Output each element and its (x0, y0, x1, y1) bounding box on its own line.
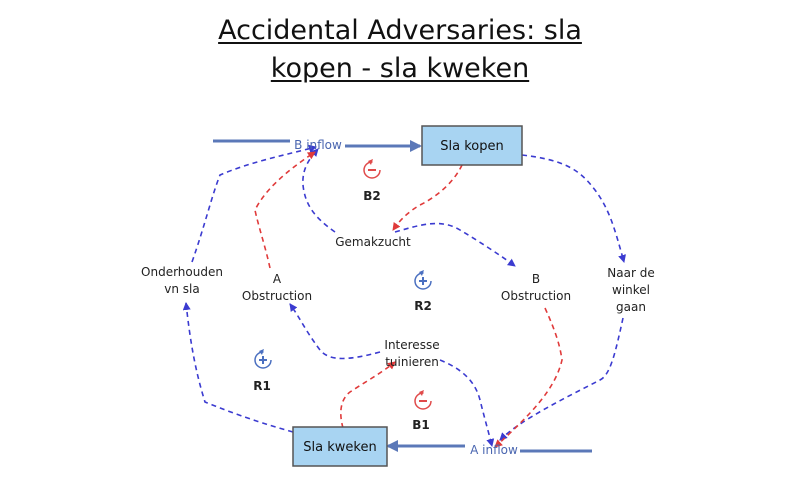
naar-line-3: gaan (616, 300, 646, 314)
link-slakopen-to-gemakzucht (392, 164, 463, 231)
onderhouden-line-2: vn sla (164, 282, 199, 296)
variable-interesse-tuinieren: Interesse tuinieren (384, 338, 439, 369)
loop-b2-icon (363, 159, 381, 179)
link-slakweken-to-onderhouden (182, 302, 294, 433)
variable-onderhouden: Onderhouden vn sla (141, 265, 223, 296)
stock-sla-kweken[interactable]: Sla kweken (292, 426, 388, 467)
link-slakopen-to-naar (521, 154, 626, 263)
link-bobstruction-to-ainflow (494, 307, 563, 448)
loop-b1-icon (414, 390, 432, 410)
link-interesse-to-ainflow (439, 359, 495, 447)
interesse-line-2: tuinieren (385, 355, 439, 369)
link-slakweken-to-interesse (340, 361, 396, 429)
variable-a-obstruction: A Obstruction (242, 272, 312, 303)
link-interesse-to-aobstruction (289, 303, 381, 360)
b-obstruction-line-1: B (532, 272, 540, 286)
variable-naar-de-winkel-gaan: Naar de winkel gaan (607, 266, 654, 314)
link-aobstruction-to-binflow (254, 151, 316, 269)
loop-r2-label: R2 (414, 299, 432, 313)
link-naar-to-ainflow (499, 317, 624, 441)
link-gemakzucht-to-binflow (302, 148, 336, 233)
link-gemakzucht-to-bobstruction (394, 222, 516, 267)
a-obstruction-line-2: Obstruction (242, 289, 312, 303)
loop-b1-label: B1 (412, 418, 430, 432)
loop-r2-icon (414, 270, 432, 290)
loop-r1-icon (254, 349, 272, 369)
variable-gemakzucht: Gemakzucht (335, 235, 411, 249)
diagram-title: Accidental Adversaries: sla kopen - sla … (150, 12, 650, 88)
a-inflow-label: A inflow (470, 443, 518, 457)
a-obstruction-line-1: A (273, 272, 282, 286)
b-inflow-label: B inflow (294, 138, 342, 152)
interesse-line-1: Interesse (384, 338, 439, 352)
title-line-2: kopen - sla kweken (270, 53, 530, 84)
naar-line-1: Naar de (607, 266, 654, 280)
loop-b2-label: B2 (363, 189, 381, 203)
variable-b-obstruction: B Obstruction (501, 272, 571, 303)
title-line-1: Accidental Adversaries: sla (218, 15, 582, 46)
onderhouden-line-1: Onderhouden (141, 265, 223, 279)
stock-sla-kweken-label: Sla kweken (303, 440, 376, 455)
stock-sla-kopen-label: Sla kopen (440, 139, 503, 154)
b-obstruction-line-2: Obstruction (501, 289, 571, 303)
naar-line-2: winkel (612, 283, 650, 297)
loop-r1-label: R1 (253, 379, 271, 393)
stock-sla-kopen[interactable]: Sla kopen (421, 125, 523, 166)
link-onderhouden-to-binflow (191, 144, 317, 263)
